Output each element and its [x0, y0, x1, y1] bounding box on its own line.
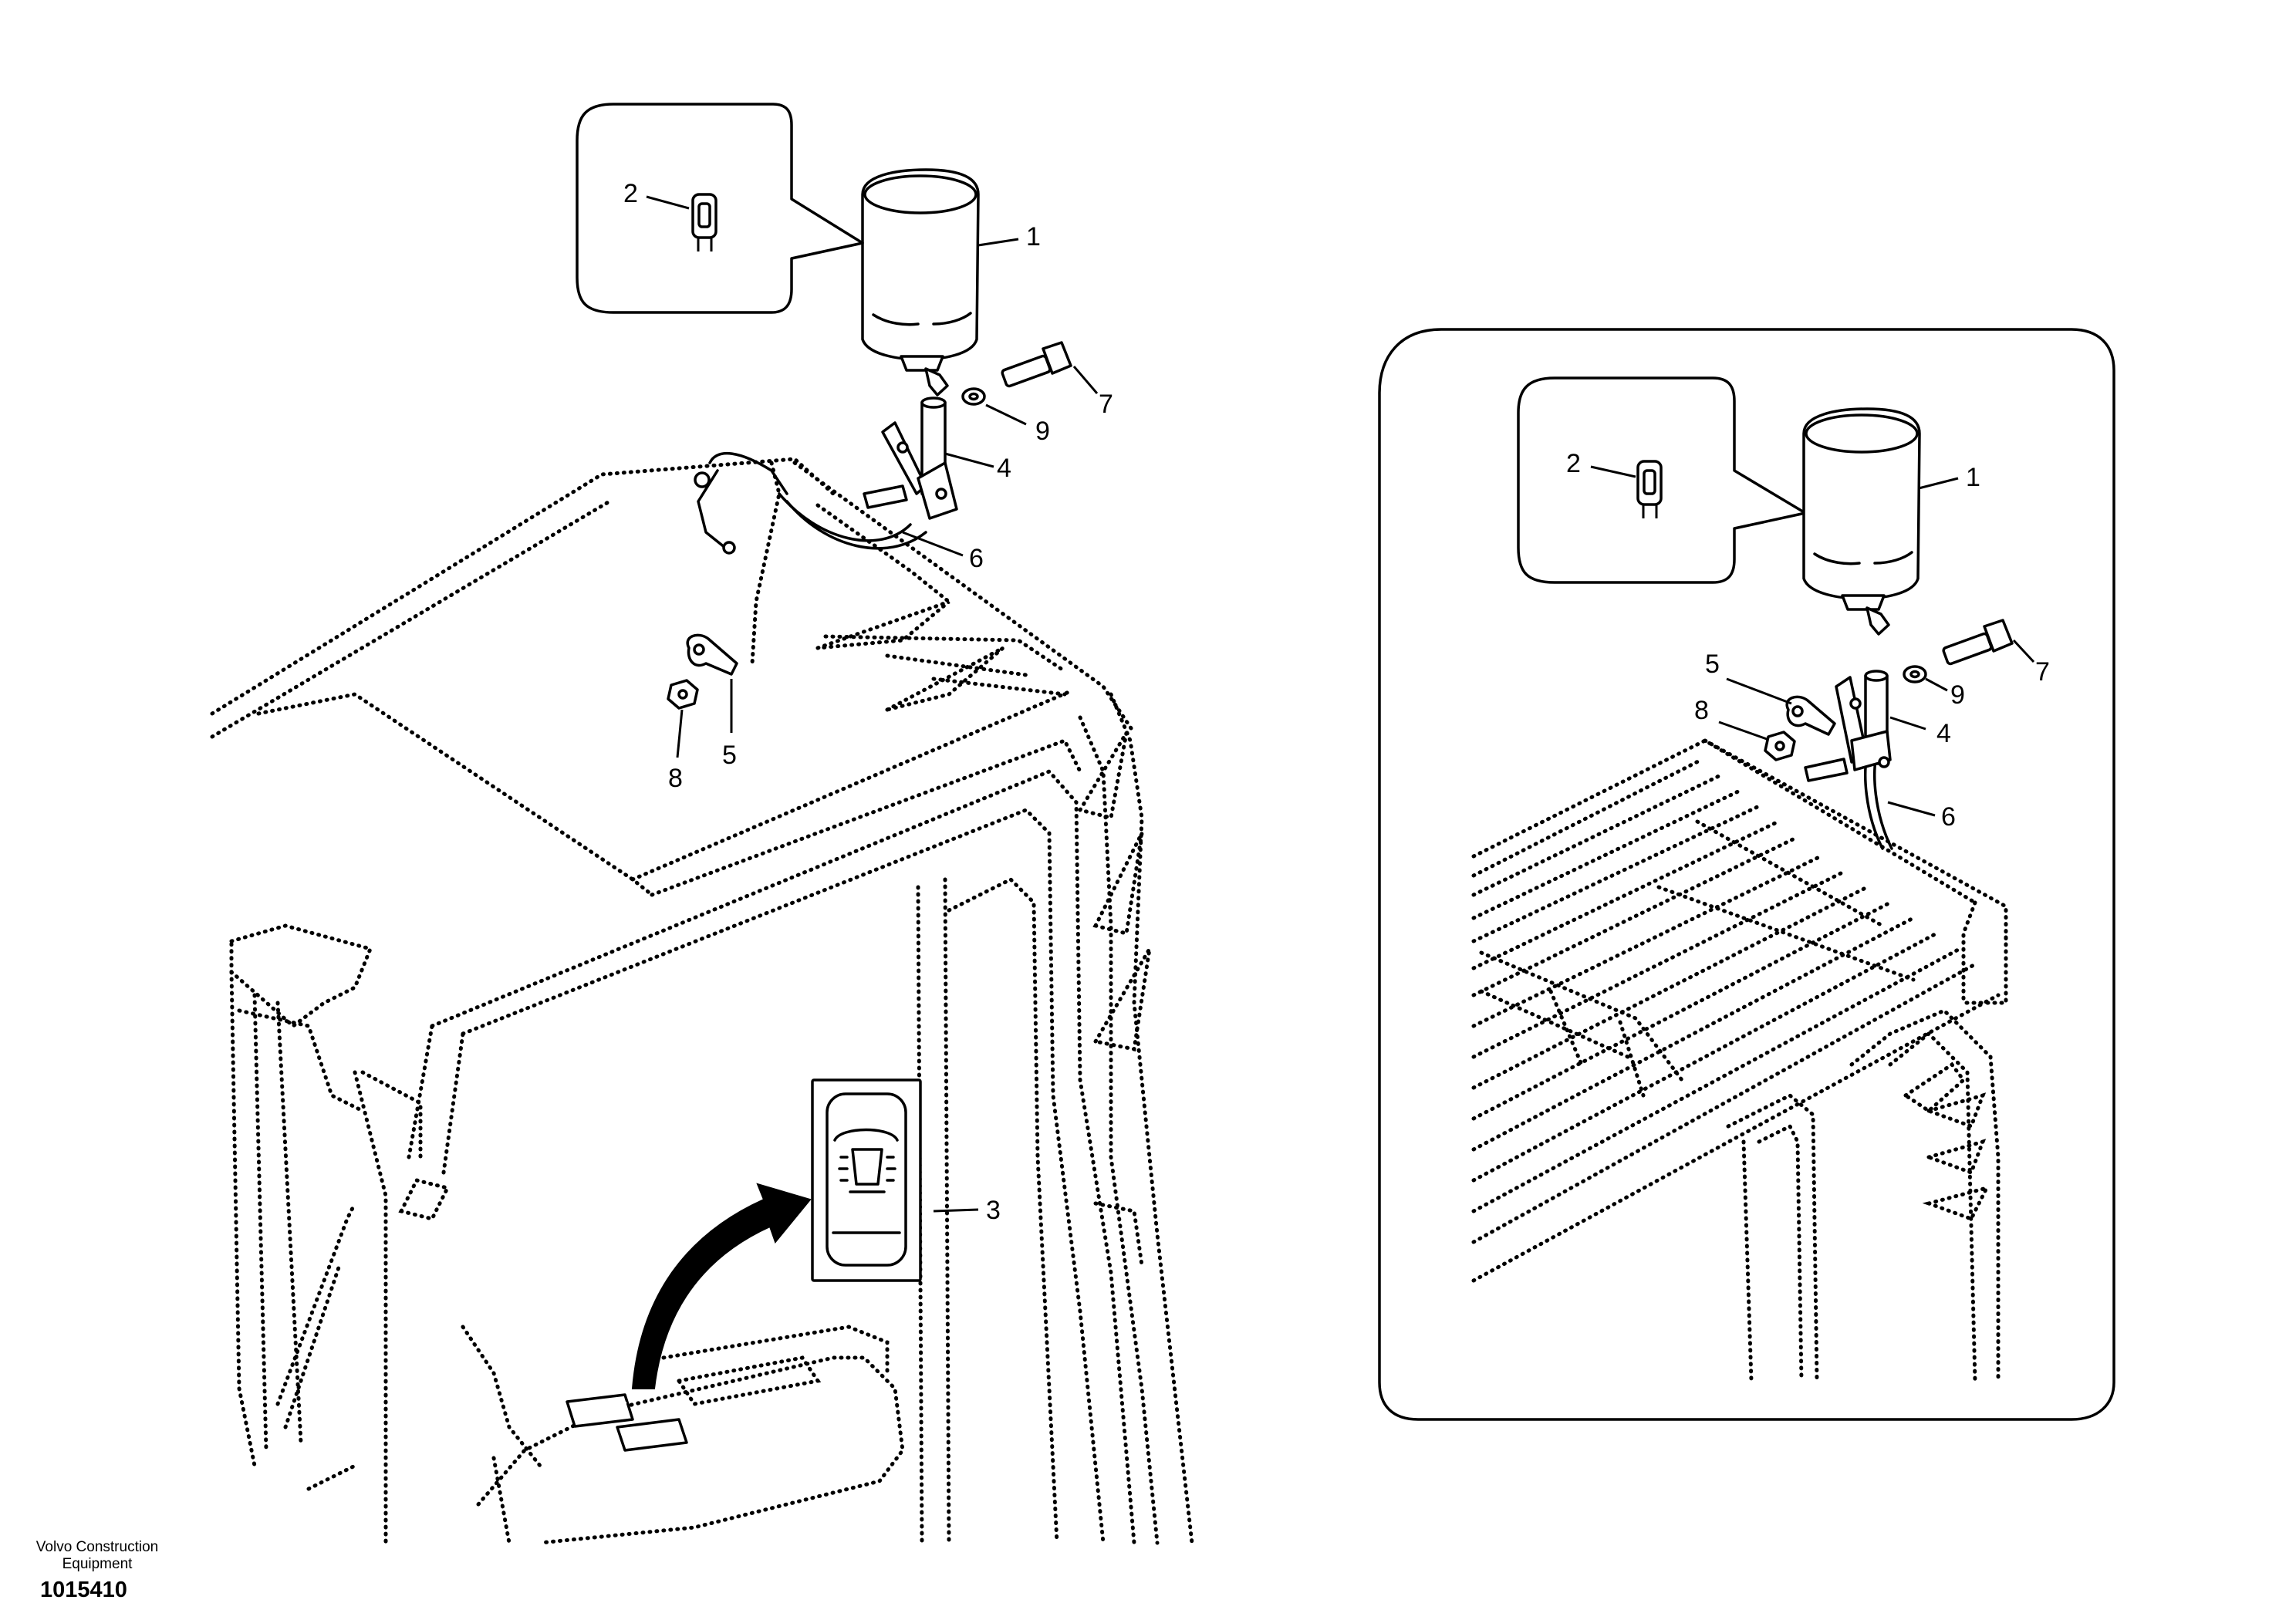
callout-7: 7 [1099, 390, 1113, 419]
screw-part-7 [1001, 341, 1072, 388]
cable-clip-part-5 [686, 633, 738, 676]
callout-numbers-inset: 2 1 7 9 4 6 5 8 [1566, 449, 2050, 832]
callout-numbers-left: 2 1 4 6 7 9 5 8 3 [623, 179, 1113, 1225]
rotating-beacon-part-1 [861, 168, 980, 397]
inset-frame [1378, 328, 2115, 1421]
washer-part-9 [961, 387, 986, 406]
nut-part-8 [667, 679, 699, 710]
company-line-1: Volvo Construction [35, 1539, 159, 1555]
inset-callout-6: 6 [1941, 802, 1956, 832]
inset-halogen-bulb-part-2 [1636, 460, 1663, 518]
inset-callout-5: 5 [1705, 650, 1720, 679]
inset-cab-frame-outline [1726, 1008, 2001, 1383]
switch-location-arrow [631, 1183, 812, 1389]
callout-3: 3 [986, 1196, 1001, 1225]
dashboard-switch-panel [566, 1355, 822, 1452]
inset-callout-7: 7 [2035, 657, 2050, 687]
leader-lines [646, 195, 2035, 1213]
inset-nut-part-8 [1764, 731, 1796, 761]
callout-5: 5 [722, 741, 737, 770]
halogen-bulb-part-2 [691, 193, 718, 251]
inset-bulb-detail-callout-box [1517, 376, 1807, 584]
roof-cable-harness [694, 451, 927, 666]
beacon-switch-part-3 [811, 1078, 922, 1282]
callout-6: 6 [969, 544, 984, 573]
callout-2: 2 [623, 179, 638, 208]
company-name: Volvo Construction Equipment [5, 1539, 190, 1573]
callout-4: 4 [997, 454, 1011, 483]
cab-roof-ribs [817, 599, 1152, 1051]
cab-roof-outline [210, 457, 1194, 1545]
mounting-bracket-part-4 [863, 397, 958, 520]
inset-callout-2: 2 [1566, 449, 1581, 478]
inset-callout-8: 8 [1694, 696, 1709, 725]
inset-cable-clip-part-5 [1785, 695, 1836, 736]
inset-rotating-beacon-part-1 [1802, 407, 1921, 636]
callout-8: 8 [668, 764, 683, 793]
company-line-2: Equipment [62, 1556, 133, 1572]
inset-washer-part-9 [1903, 665, 1927, 683]
inset-callout-9: 9 [1950, 680, 1965, 710]
bulb-detail-callout-box [576, 103, 864, 314]
inset-callout-1: 1 [1966, 463, 1980, 492]
drawing-number: 1015410 [40, 1578, 127, 1602]
callout-9: 9 [1035, 417, 1050, 446]
cab-frame-outline [229, 737, 1144, 1545]
callout-1: 1 [1026, 222, 1041, 251]
inset-screw-part-7 [1942, 619, 2014, 666]
inset-mounting-bracket-part-4 [1804, 670, 1892, 782]
inset-callout-4: 4 [1936, 719, 1951, 748]
inset-roof-guard-outline [1471, 738, 2008, 1283]
